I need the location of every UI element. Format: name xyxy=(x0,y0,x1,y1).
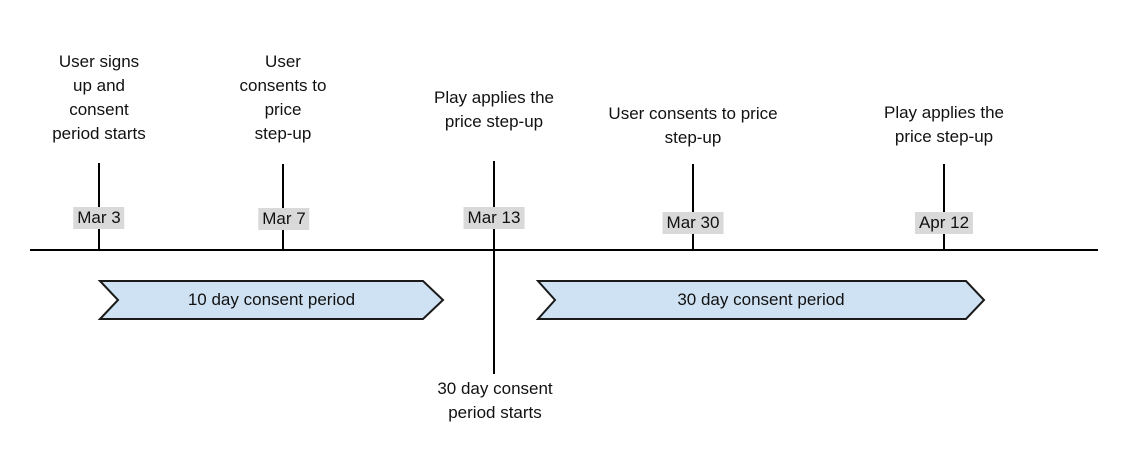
event-label: User consents to price step-up xyxy=(239,52,327,143)
date-chip: Mar 7 xyxy=(258,208,310,230)
consent-period-banner: 10 day consent period xyxy=(97,280,445,320)
event-tick-line xyxy=(98,163,100,250)
event-note-below: 30 day consent period starts xyxy=(437,379,553,422)
consent-period-label: 30 day consent period xyxy=(677,290,845,309)
ribbon-arrow-shape xyxy=(97,280,445,320)
consent-period-label: 10 day consent period xyxy=(187,290,356,309)
event-tick-line xyxy=(943,164,945,250)
event-label: User signs up and consent period starts xyxy=(52,52,146,143)
ribbon-arrow-shape xyxy=(535,280,986,320)
event-tick-line xyxy=(493,161,495,374)
event-label: Play applies the price step-up xyxy=(883,103,1005,146)
date-chip: Mar 13 xyxy=(463,207,525,229)
event-label: User consents to price step-up xyxy=(608,104,778,147)
event-tick-line xyxy=(282,164,284,250)
event-label: Play applies the price step-up xyxy=(433,88,555,131)
date-chip: Mar 30 xyxy=(662,212,724,234)
date-chip: Apr 12 xyxy=(914,212,974,234)
event-tick-line xyxy=(692,164,694,250)
consent-period-banner: 30 day consent period xyxy=(535,280,986,320)
timeline-axis xyxy=(30,249,1098,251)
date-chip: Mar 3 xyxy=(73,207,125,229)
